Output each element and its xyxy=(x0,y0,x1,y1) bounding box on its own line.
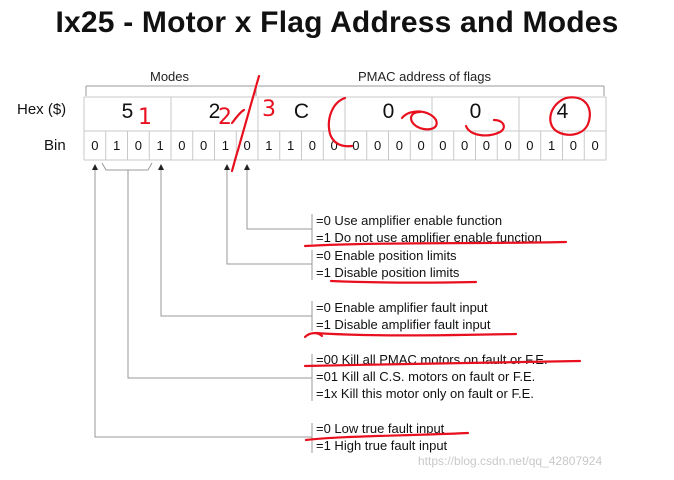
hex-row-label: Hex ($) xyxy=(17,101,67,118)
bit-cell: 1 xyxy=(548,138,556,153)
leader-lines xyxy=(94,170,313,453)
desc-fault-polarity-1: =1 High true fault input xyxy=(316,438,448,453)
bit-cell: 0 xyxy=(330,138,338,153)
handwritten-digit: 3 xyxy=(262,97,276,122)
bit-cell: 0 xyxy=(374,138,382,153)
underline-amp-fault xyxy=(314,331,518,337)
desc-fault-polarity-0: =0 Low true fault input xyxy=(316,421,445,436)
bit-cell: 0 xyxy=(308,138,316,153)
bit-cell: 0 xyxy=(569,138,577,153)
bit-cell: 1 xyxy=(113,138,121,153)
bit-arrows xyxy=(92,164,250,170)
desc-position-limits-0: =0 Enable position limits xyxy=(316,248,457,263)
hex-digit: 4 xyxy=(556,100,569,123)
bit-cell: 1 xyxy=(221,138,229,153)
underline-amp-enable xyxy=(303,240,568,248)
underline-fault-polarity xyxy=(304,431,470,442)
bit-cell: 0 xyxy=(461,138,469,153)
handwritten-digit: 2 xyxy=(218,105,232,130)
bit-cell: 1 xyxy=(265,138,273,153)
hex-digit: 0 xyxy=(382,100,395,123)
four-circle-mark xyxy=(549,96,591,136)
desc-amp-enable-1: =1 Do not use amplifier enable function xyxy=(316,230,542,245)
modes-header: Modes xyxy=(150,69,190,84)
bit-cell: 0 xyxy=(526,138,534,153)
pmac-address-header: PMAC address of flags xyxy=(358,69,491,84)
bit-cell: 0 xyxy=(352,138,360,153)
bit-cell: 0 xyxy=(134,138,142,153)
bit-cell: 0 xyxy=(504,138,512,153)
underline-position-limits xyxy=(329,279,478,284)
watermark: https://blog.csdn.net/qq_42807924 xyxy=(418,454,603,468)
hex-digit: 0 xyxy=(469,100,482,123)
bit-cell: 0 xyxy=(91,138,99,153)
bin-row-label: Bin xyxy=(44,137,66,154)
bit-cell: 0 xyxy=(395,138,403,153)
two-bit-bracket xyxy=(101,162,153,171)
bit-cell: 0 xyxy=(417,138,425,153)
desc-amp-fault-1: =1 Disable amplifier fault input xyxy=(316,317,491,332)
c-bracket-mark xyxy=(327,96,354,148)
bit-cell: 0 xyxy=(482,138,490,153)
zero-underline-mark xyxy=(464,118,505,137)
divider-slash xyxy=(230,74,261,173)
desc-amp-enable-0: =0 Use amplifier enable function xyxy=(316,213,503,228)
hex-digit: 2 xyxy=(208,100,221,123)
zero-loop-mark xyxy=(400,110,438,131)
bit-cell: 0 xyxy=(591,138,599,153)
desc-position-limits-1: =1 Disable position limits xyxy=(316,265,460,280)
hex-digit: 5 xyxy=(121,100,134,123)
underline-kill-mode xyxy=(303,359,582,368)
page-title: Ix25 - Motor x Flag Address and Modes xyxy=(55,6,619,39)
bit-cell: 1 xyxy=(287,138,295,153)
bin-row-grid xyxy=(83,130,607,161)
bit-cell: 0 xyxy=(178,138,186,153)
desc-kill-mode-1x: =1x Kill this motor only on fault or F.E… xyxy=(316,386,534,401)
bit-cell: 0 xyxy=(200,138,208,153)
desc-amp-fault-0: =0 Enable amplifier fault input xyxy=(316,300,488,315)
bit-cell: 0 xyxy=(243,138,251,153)
bit-cell: 0 xyxy=(439,138,447,153)
bit-cell: 1 xyxy=(156,138,164,153)
hex-digit: C xyxy=(293,100,310,123)
desc-kill-mode-01: =01 Kill all C.S. motors on fault or F.E… xyxy=(316,369,536,384)
handwritten-digit: 1 xyxy=(138,105,152,130)
